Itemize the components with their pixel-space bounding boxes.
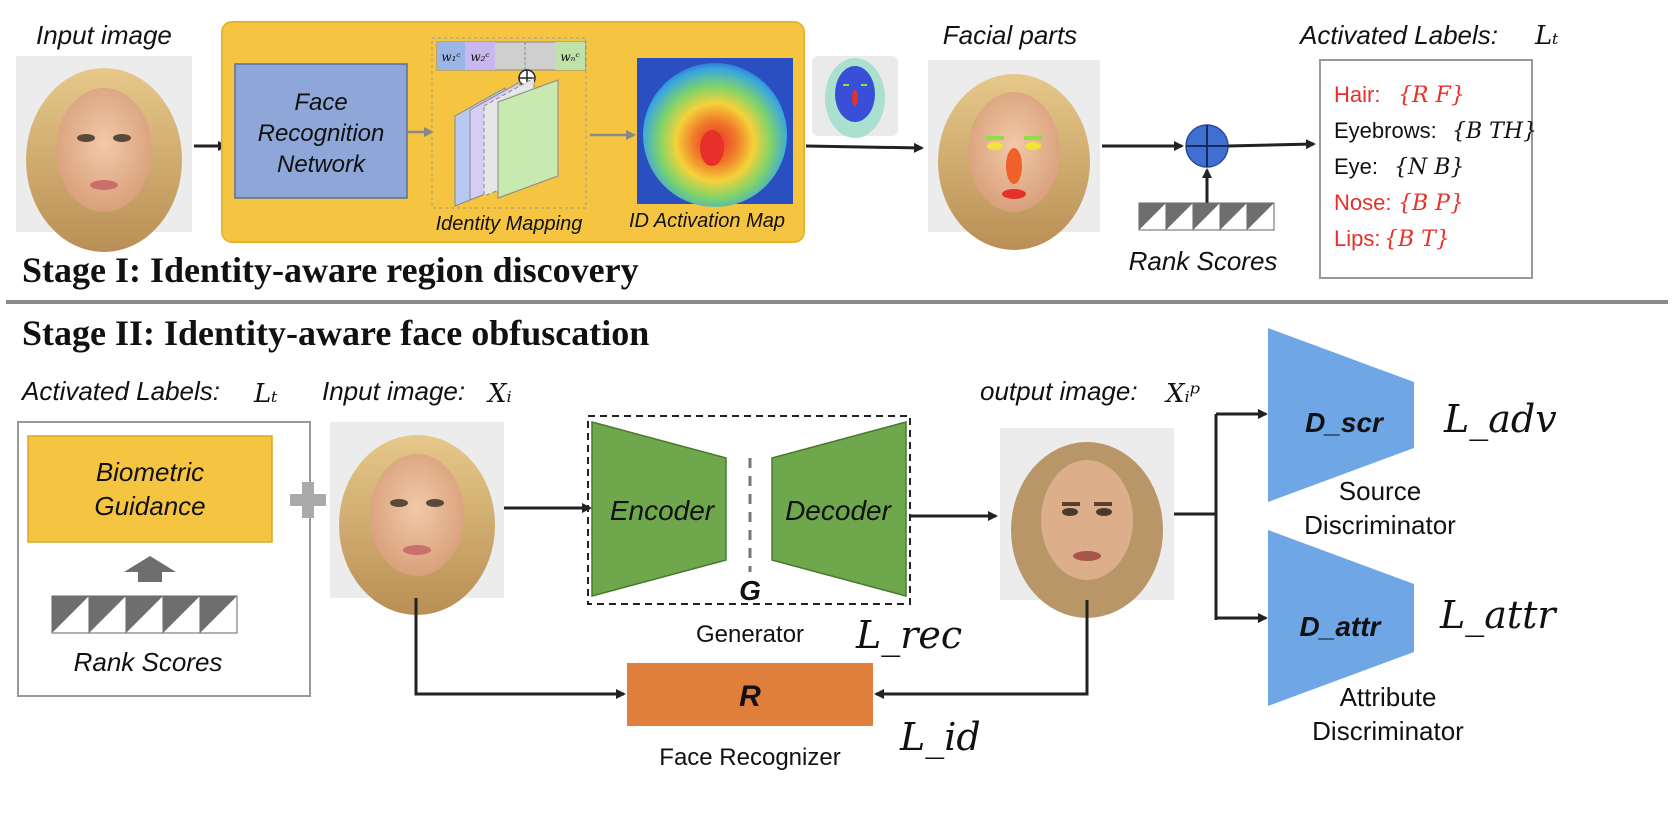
l-adv-label: L_adv: [1443, 397, 1557, 442]
identity-mapping-block: [431, 37, 587, 209]
input-face-image-stage2: [330, 422, 504, 615]
output-image-symbol: Xᵢᵖ: [1164, 379, 1200, 409]
r-label: R: [739, 680, 761, 713]
encoder-block: [591, 421, 727, 597]
line-output-to-recognizer: [874, 600, 1089, 699]
face-recognizer-label: Face Recognizer: [659, 744, 840, 771]
rank-scores-boxes-stage2: [51, 595, 238, 634]
biometric-guidance-line2: Guidance: [94, 491, 205, 521]
weight-w1: w₁ᶜ: [441, 50, 460, 64]
face-recognizer-block: [627, 663, 873, 726]
identity-mapping-label: Identity Mapping: [436, 213, 583, 235]
id-activation-map-image: [637, 58, 793, 207]
line-input-to-recognizer: [414, 598, 626, 699]
biometric-guidance-line1: Biometric: [96, 457, 204, 487]
generator-label: Generator: [696, 621, 804, 648]
generator-box: [587, 415, 911, 605]
biometric-guidance-box: [27, 435, 273, 543]
activated-labels-box: [1319, 59, 1533, 279]
d-attr-label: D_attr: [1300, 611, 1383, 642]
g-label: G: [739, 575, 761, 606]
l-attr-label: L_attr: [1439, 593, 1558, 638]
decoder-label: Decoder: [785, 495, 893, 526]
facial-parts-image: [928, 60, 1100, 250]
label-lips-name: Lips:: [1334, 226, 1380, 251]
source-line1: Source: [1339, 476, 1421, 506]
output-face-image: [1000, 428, 1174, 618]
activated-labels-title-stage2: Activated Labels:: [20, 376, 220, 406]
up-arrow-icon: [124, 556, 176, 582]
weight-wn: wₙᶜ: [560, 50, 579, 64]
stage2-title: Stage II: Identity-aware face obfuscatio…: [22, 313, 649, 353]
label-eye-name: Eye:: [1334, 154, 1378, 179]
attribute-line1: Attribute: [1340, 682, 1437, 712]
label-eye-value: {N B}: [1394, 155, 1464, 180]
l-rec-label: L_rec: [855, 613, 962, 658]
frn-line2: Recognition: [258, 120, 385, 147]
input-face-image: [16, 56, 192, 252]
rank-scores-boxes-stage1: [1138, 202, 1275, 231]
add-plus-icon: [290, 482, 326, 518]
id-activation-map-label: ID Activation Map: [629, 210, 785, 232]
source-discriminator-block: [1268, 328, 1414, 502]
decoder-block: [771, 421, 907, 597]
output-image-title: output image:: [980, 376, 1138, 406]
combine-plus-icon: [1185, 124, 1229, 168]
activated-labels-symbol-stage1: Lₜ: [1534, 21, 1559, 51]
l-id-label: L_id: [899, 715, 981, 760]
attribute-line2: Discriminator: [1312, 716, 1464, 746]
source-line2: Discriminator: [1304, 510, 1456, 540]
input-image-title-stage2: Input image:: [322, 376, 465, 406]
frn-line3: Network: [277, 151, 367, 178]
label-lips-value: {B T}: [1384, 227, 1450, 252]
weight-w2: w₂ᶜ: [470, 50, 489, 64]
label-eyebrows-name: Eyebrows:: [1334, 118, 1437, 143]
arrow-plus-to-labels: [1227, 139, 1316, 150]
rank-scores-label-stage1: Rank Scores: [1129, 246, 1278, 276]
activated-labels-symbol-stage2: Lₜ: [253, 379, 278, 409]
input-image-symbol-stage2: Xᵢ: [486, 379, 512, 409]
stage1-title: Stage I: Identity-aware region discovery: [22, 250, 639, 290]
rank-scores-label-stage2: Rank Scores: [74, 647, 223, 677]
face-parsing-mask-image: [812, 56, 898, 138]
stage1-input-image-label: Input image: [36, 20, 172, 50]
label-nose-value: {B P}: [1398, 191, 1464, 216]
face-recognition-network-box: [234, 63, 408, 199]
frn-line1: Face: [294, 89, 347, 116]
d-scr-label: D_scr: [1305, 407, 1385, 438]
activated-labels-title-stage1: Activated Labels:: [1298, 20, 1498, 50]
arrow-activation-to-parts: [805, 142, 924, 153]
encoder-label: Encoder: [610, 495, 716, 526]
facial-parts-label: Facial parts: [943, 20, 1077, 50]
attribute-discriminator-block: [1268, 530, 1414, 706]
label-nose-name: Nose:: [1334, 190, 1391, 215]
label-hair-value: {R F}: [1398, 83, 1465, 108]
label-eyebrows-value: {B TH}: [1452, 119, 1537, 144]
label-hair-name: Hair:: [1334, 82, 1380, 107]
